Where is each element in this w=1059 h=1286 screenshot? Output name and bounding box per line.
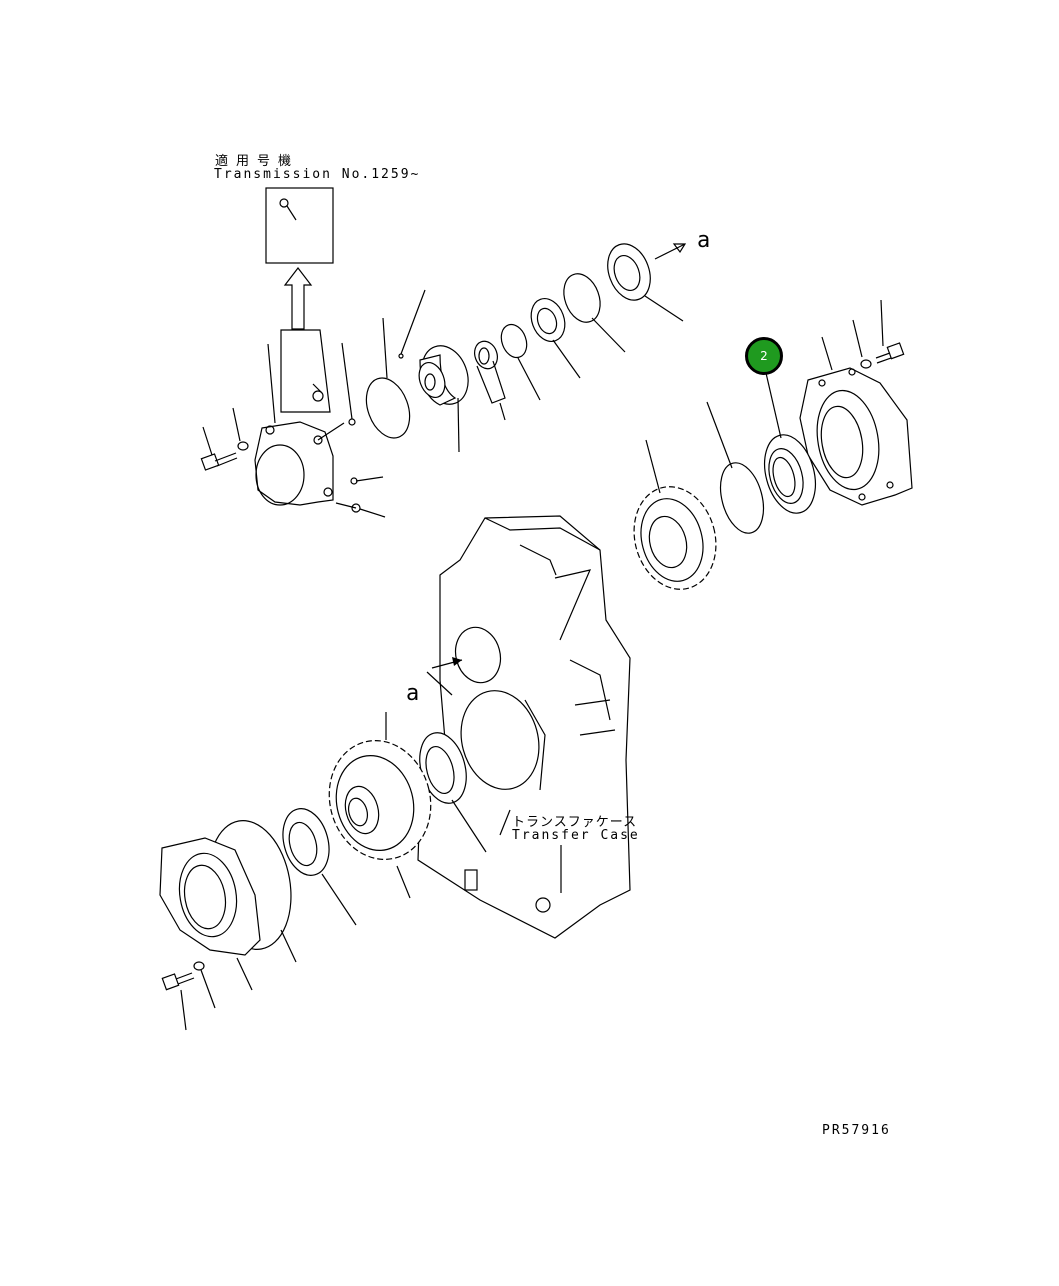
shim-disc [365, 317, 411, 439]
rear-washer [852, 319, 872, 369]
applicability-inset [265, 187, 334, 264]
applicability-serial: Transmission No.1259~ [214, 167, 421, 182]
update-arrow [283, 267, 313, 330]
ball-bearing-upper [530, 298, 581, 379]
gear-upper [633, 439, 717, 590]
case-leader-1 [499, 809, 511, 836]
case-arrow [385, 657, 463, 740]
seal-cage [607, 243, 687, 322]
rear-bolt [875, 299, 905, 364]
spacer-ring [474, 340, 506, 421]
transfer-case-label-jp: トランスファケース [512, 815, 638, 830]
cover-fittings [317, 342, 386, 518]
snap-ring-large [563, 273, 626, 353]
applicability-title: 適用号機 [215, 154, 300, 169]
small-cover [254, 343, 334, 506]
front-bolt [161, 972, 195, 1031]
cover-washer [232, 407, 249, 451]
ball-bearing-lower [282, 808, 357, 926]
cover-bolt [200, 426, 238, 471]
marker-a-top: a [697, 228, 710, 253]
part-callout-2[interactable]: 2 [745, 337, 783, 375]
hub-collar [398, 289, 469, 453]
front-washer [193, 961, 216, 1009]
old-part-box [280, 329, 331, 413]
old-plug-icon [312, 383, 324, 402]
drawing-id: PR57916 [822, 1123, 891, 1138]
inset-plug-icon [279, 198, 297, 221]
marker-a-mid: a [406, 681, 419, 706]
transfer-case-housing [417, 515, 631, 939]
rear-cover [799, 336, 913, 506]
snap-ring-small [500, 323, 541, 401]
front-cover [159, 820, 297, 991]
transfer-case-label-en: Transfer Case [512, 828, 640, 843]
ball-bearing-center [419, 732, 487, 853]
gear-lower [328, 740, 432, 899]
bearing-callout-2 [764, 372, 816, 514]
snap-ring-right [706, 401, 765, 534]
